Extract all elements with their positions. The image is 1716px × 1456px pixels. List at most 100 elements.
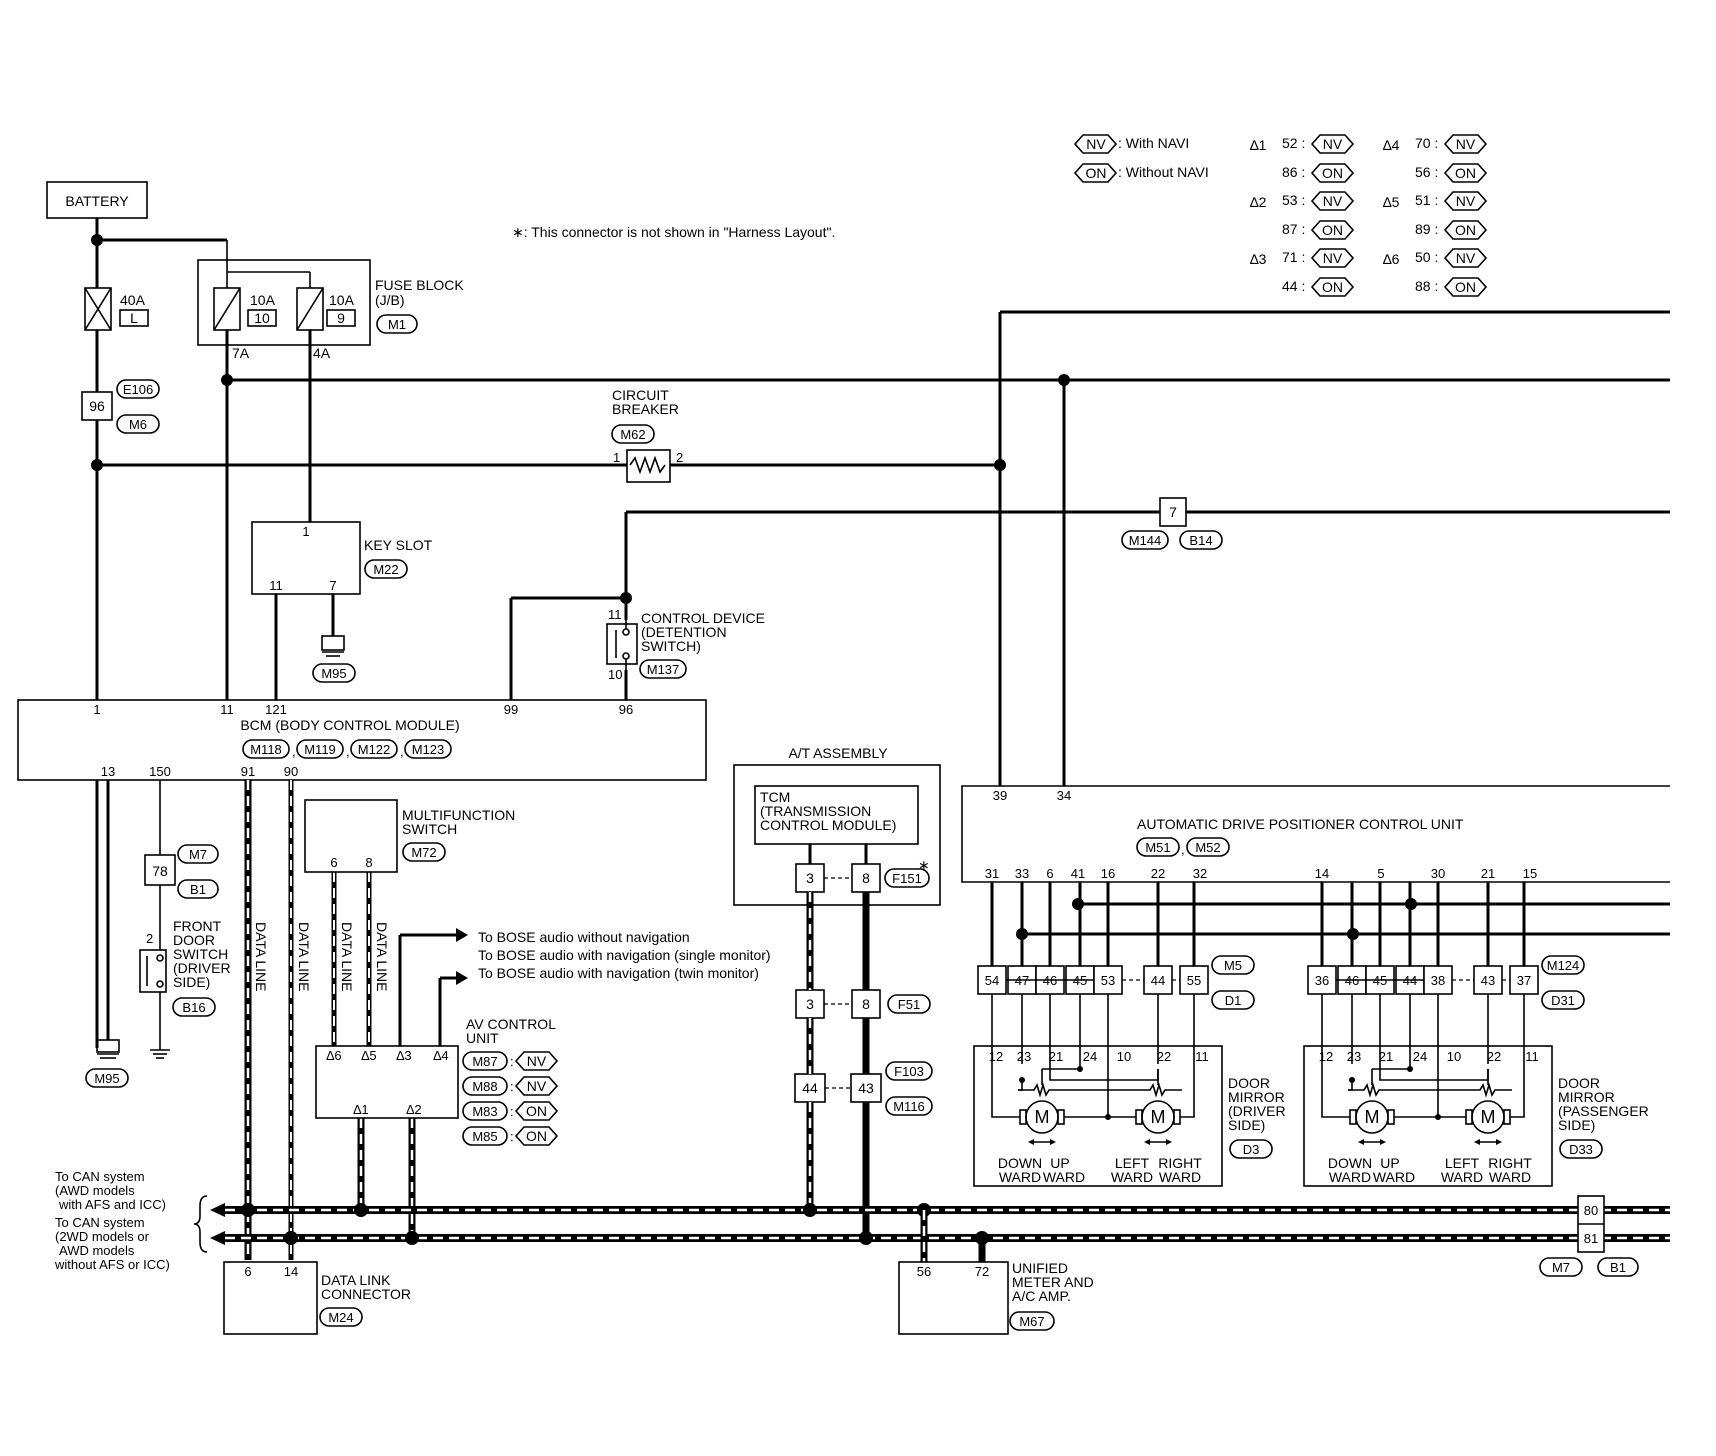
connector-f51: F51 xyxy=(887,994,931,1014)
av-tag-m85: ON xyxy=(514,1126,559,1146)
svg-text:NV: NV xyxy=(1323,193,1343,209)
svg-text:1: 1 xyxy=(302,524,309,539)
legend-tag-86: ON xyxy=(1310,163,1355,183)
circuit-breaker: CIRCUIT BREAKER M62 1 2 xyxy=(611,387,683,483)
connector-m95-keyslot: M95 xyxy=(312,663,356,683)
connector-m123: M123 xyxy=(404,739,452,759)
svg-text:CONNECTOR: CONNECTOR xyxy=(321,1286,411,1302)
svg-text:8: 8 xyxy=(862,996,870,1012)
svg-text:,: , xyxy=(292,744,296,759)
svg-text:∆1: ∆1 xyxy=(353,1102,368,1117)
av-tag-m87: NV xyxy=(514,1051,559,1071)
svg-text:B16: B16 xyxy=(182,1000,205,1015)
mirror_passenger-mirror-pin: 22 xyxy=(1487,1049,1501,1064)
svg-text:78: 78 xyxy=(152,863,168,879)
svg-text:(DRIVER: (DRIVER xyxy=(1228,1103,1286,1119)
legend-on-tag: ON xyxy=(1073,163,1118,183)
svg-text:without AFS or ICC): without AFS or ICC) xyxy=(54,1257,170,1272)
mirror_passenger-mirror-pin: 12 xyxy=(1319,1049,1333,1064)
fuse1-number: 10 xyxy=(254,310,270,326)
svg-text:8: 8 xyxy=(365,855,372,870)
connector-m22: M22 xyxy=(364,559,408,579)
can-bus: 80 81 M7 B1 xyxy=(193,1195,1670,1277)
svg-text:M24: M24 xyxy=(328,1310,353,1325)
svg-text:M116: M116 xyxy=(893,1099,925,1114)
legend-pin-89: 89 : xyxy=(1415,221,1438,237)
svg-text:B14: B14 xyxy=(1189,533,1212,548)
svg-text:WARD: WARD xyxy=(999,1169,1041,1185)
at-assembly: A/T ASSEMBLY TCM (TRANSMISSION CONTROL M… xyxy=(733,745,941,1116)
mirror_driver-mirror-pin: 23 xyxy=(1017,1049,1031,1064)
svg-text:F51: F51 xyxy=(898,997,920,1012)
svg-text:WARD: WARD xyxy=(1441,1169,1483,1185)
svg-text:34: 34 xyxy=(1057,788,1071,803)
legend-star5: ∆5 xyxy=(1383,194,1400,210)
can-system-labels: To CAN system (AWD models with AFS and I… xyxy=(54,1169,170,1272)
svg-text:SIDE): SIDE) xyxy=(1558,1117,1595,1133)
svg-text:14: 14 xyxy=(284,1264,298,1279)
legend-pin-50: 50 : xyxy=(1415,249,1438,265)
svg-text:WARD: WARD xyxy=(1373,1169,1415,1185)
svg-text:NV: NV xyxy=(1456,250,1476,266)
svg-text:6: 6 xyxy=(244,1264,251,1279)
legend: NV : With NAVI ON : Without NAVI ∆1 52 :… xyxy=(512,134,1488,297)
ground-icon xyxy=(321,635,345,657)
adp-pin-15-right: 15 xyxy=(1523,866,1537,881)
legend-pin-71: 71 : xyxy=(1282,249,1305,265)
svg-text::: : xyxy=(510,1129,514,1144)
svg-text:M22: M22 xyxy=(373,562,398,577)
mirror_driver-conn-pin: 55 xyxy=(1187,973,1201,988)
svg-text:M85: M85 xyxy=(472,1129,497,1144)
svg-text:D31: D31 xyxy=(1551,993,1575,1008)
svg-text:B1: B1 xyxy=(190,882,206,897)
svg-text:CONTROL MODULE): CONTROL MODULE) xyxy=(760,817,896,833)
bcm-pin-150: 150 xyxy=(149,764,171,779)
connector-m116: M116 xyxy=(885,1096,933,1116)
svg-text:SWITCH): SWITCH) xyxy=(641,638,701,654)
svg-text:FRONT: FRONT xyxy=(173,918,222,934)
svg-text:M1: M1 xyxy=(388,317,406,332)
svg-text:∆5: ∆5 xyxy=(361,1048,376,1063)
adp-pin-16: 16 xyxy=(1101,866,1115,881)
connector-e106: E106 xyxy=(116,379,160,399)
data-link-connector: 6 14 DATA LINK CONNECTOR M24 xyxy=(223,1261,411,1335)
connector-m95-ground: M95 xyxy=(85,1068,129,1088)
motor-icon: M xyxy=(1134,1069,1182,1145)
svg-text:M72: M72 xyxy=(411,845,436,860)
data-line-label-2: DATA LINE xyxy=(296,922,312,992)
legend-nv-desc: : With NAVI xyxy=(1118,135,1189,151)
svg-text:WARD: WARD xyxy=(1489,1169,1531,1185)
mirror_driver-mirror-pin: 11 xyxy=(1195,1049,1209,1064)
svg-text:M88: M88 xyxy=(472,1079,497,1094)
key-slot: 1 11 7 KEY SLOT M22 M95 xyxy=(251,521,433,683)
legend-tag-52: NV xyxy=(1310,134,1355,154)
svg-text:(2WD models or: (2WD models or xyxy=(55,1229,150,1244)
bcm-pin-11: 11 xyxy=(220,702,234,717)
svg-text:1: 1 xyxy=(613,450,620,465)
connector-f103: F103 xyxy=(885,1061,933,1081)
fuse1-rating: 10A xyxy=(250,292,276,308)
svg-text:72: 72 xyxy=(975,1264,989,1279)
legend-pin-70: 70 : xyxy=(1415,135,1438,151)
svg-text:11: 11 xyxy=(608,607,622,622)
bose-line-3: To BOSE audio with navigation (twin moni… xyxy=(478,965,759,981)
bcm-pin-96: 96 xyxy=(619,702,633,717)
svg-text:56: 56 xyxy=(917,1264,931,1279)
svg-text:M95: M95 xyxy=(321,666,346,681)
bcm-body-control-module: 1 11 121 99 96 BCM (BODY CONTROL MODULE)… xyxy=(17,699,707,781)
svg-text:ON: ON xyxy=(1455,279,1476,295)
connector-m137: M137 xyxy=(639,659,687,679)
legend-tag-88: ON xyxy=(1443,277,1488,297)
svg-text:2: 2 xyxy=(146,931,153,946)
svg-text:RIGHT: RIGHT xyxy=(1158,1155,1202,1171)
bose-line-2: To BOSE audio with navigation (single mo… xyxy=(478,947,771,963)
legend-nv-tag: NV xyxy=(1073,134,1118,154)
svg-text:10: 10 xyxy=(608,667,622,682)
svg-text:M62: M62 xyxy=(620,427,645,442)
legend-tag-50: NV xyxy=(1443,248,1488,268)
connector-d31: D31 xyxy=(1541,990,1585,1010)
svg-text::: : xyxy=(510,1054,514,1069)
svg-text:M124: M124 xyxy=(1547,958,1580,973)
mirror_driver-mirror-pin: 22 xyxy=(1157,1049,1171,1064)
